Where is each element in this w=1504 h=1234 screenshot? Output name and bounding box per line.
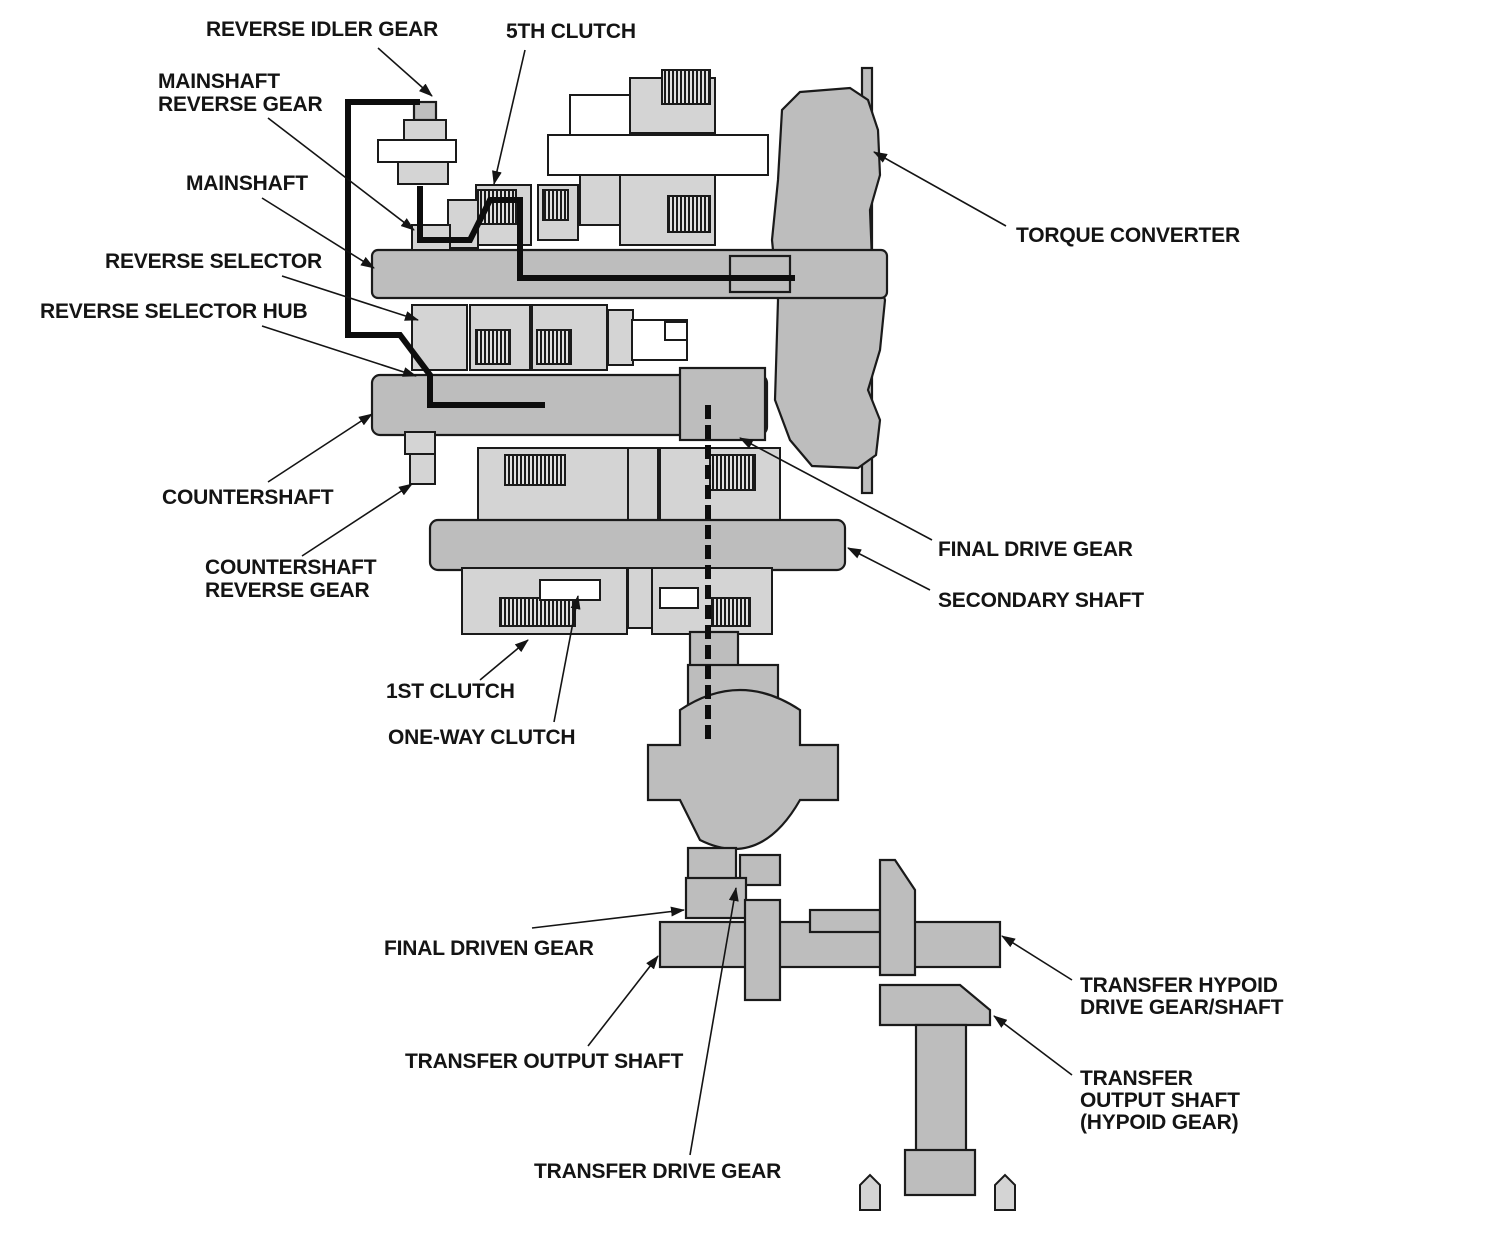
label-transfer-output-hypoid-line3: (HYPOID GEAR) xyxy=(1080,1111,1238,1134)
differential-part xyxy=(646,630,840,920)
callout-transfer-hypoid-drive-gear: TRANSFER HYPOID DRIVE GEAR/SHAFT xyxy=(1001,935,1284,1019)
leader-transfer-drive-gear xyxy=(689,887,739,1156)
callout-mainshaft: MAINSHAFT xyxy=(186,172,375,269)
callout-secondary-shaft: SECONDARY SHAFT xyxy=(847,547,1144,612)
callout-reverse-selector-hub: REVERSE SELECTOR HUB xyxy=(40,300,417,377)
label-mainshaft-reverse-gear-line1: MAINSHAFT xyxy=(158,70,280,93)
label-final-drive-gear: FINAL DRIVE GEAR xyxy=(938,538,1133,561)
callout-torque-converter: TORQUE CONVERTER xyxy=(873,151,1240,247)
label-reverse-idler-gear: REVERSE IDLER GEAR xyxy=(206,18,438,41)
leader-secondary-shaft xyxy=(847,547,931,591)
leader-torque-converter xyxy=(873,151,1007,227)
label-transfer-output-shaft: TRANSFER OUTPUT SHAFT xyxy=(405,1050,683,1073)
label-reverse-selector-hub: REVERSE SELECTOR HUB xyxy=(40,300,308,323)
label-reverse-selector: REVERSE SELECTOR xyxy=(105,250,322,273)
label-mainshaft: MAINSHAFT xyxy=(186,172,308,195)
callout-one-way-clutch: ONE-WAY CLUTCH xyxy=(388,595,581,749)
callout-final-drive-gear: FINAL DRIVE GEAR xyxy=(739,437,1133,561)
callout-fifth-clutch: 5TH CLUTCH xyxy=(492,20,636,185)
label-countershaft: COUNTERSHAFT xyxy=(162,486,334,509)
power-flow-path xyxy=(345,99,795,740)
reverse-idler-gear-part xyxy=(377,100,457,185)
callout-reverse-idler-gear: REVERSE IDLER GEAR xyxy=(206,18,438,97)
label-secondary-shaft: SECONDARY SHAFT xyxy=(938,589,1144,612)
leader-countershaft xyxy=(267,413,373,483)
label-mainshaft-reverse-gear-line2: REVERSE GEAR xyxy=(158,93,323,116)
upper-clutch-cluster xyxy=(411,69,769,251)
leader-transfer-output-hypoid xyxy=(993,1015,1073,1076)
callout-reverse-selector: REVERSE SELECTOR xyxy=(105,250,419,321)
label-one-way-clutch: ONE-WAY CLUTCH xyxy=(388,726,575,749)
leader-reverse-selector xyxy=(281,275,419,321)
leader-one-way-clutch xyxy=(553,595,581,723)
label-torque-converter: TORQUE CONVERTER xyxy=(1016,224,1240,247)
leader-reverse-selector-hub xyxy=(261,325,417,377)
middle-clutch-cluster xyxy=(411,304,688,371)
label-countershaft-reverse-gear-line2: REVERSE GEAR xyxy=(205,579,370,602)
callout-countershaft: COUNTERSHAFT xyxy=(162,413,373,509)
mainshaft-part xyxy=(370,248,889,300)
label-transfer-hypoid-drive-line2: DRIVE GEAR/SHAFT xyxy=(1080,996,1284,1019)
label-countershaft-reverse-gear-line1: COUNTERSHAFT xyxy=(205,556,377,579)
callout-mainshaft-reverse-gear: MAINSHAFT REVERSE GEAR xyxy=(158,70,415,231)
label-transfer-output-hypoid-line2: OUTPUT SHAFT xyxy=(1080,1089,1240,1112)
label-transfer-drive-gear: TRANSFER DRIVE GEAR xyxy=(534,1160,781,1183)
label-transfer-hypoid-drive-line1: TRANSFER HYPOID xyxy=(1080,974,1278,997)
callout-transfer-output-hypoid-gear: TRANSFER OUTPUT SHAFT (HYPOID GEAR) xyxy=(993,1015,1240,1134)
leader-transfer-hypoid-drive xyxy=(1001,935,1073,981)
leader-final-drive-gear xyxy=(739,437,933,541)
callout-countershaft-reverse-gear: COUNTERSHAFT REVERSE GEAR xyxy=(205,483,413,602)
leader-first-clutch xyxy=(479,639,529,681)
callout-final-driven-gear: FINAL DRIVEN GEAR xyxy=(384,906,685,960)
leader-countershaft-reverse-gear xyxy=(301,483,413,557)
leader-transfer-output-shaft xyxy=(587,955,659,1047)
callout-transfer-drive-gear: TRANSFER DRIVE GEAR xyxy=(534,887,781,1183)
leader-reverse-idler-gear xyxy=(377,47,433,97)
countershaft-part xyxy=(370,366,769,485)
callout-transfer-output-shaft: TRANSFER OUTPUT SHAFT xyxy=(405,955,684,1073)
transfer-assembly-part xyxy=(658,858,1016,1211)
callout-first-clutch: 1ST CLUTCH xyxy=(386,639,529,703)
label-first-clutch: 1ST CLUTCH xyxy=(386,680,515,703)
leader-mainshaft-reverse-gear xyxy=(267,117,415,231)
leader-final-driven-gear xyxy=(531,906,685,929)
label-transfer-output-hypoid-line1: TRANSFER xyxy=(1080,1067,1193,1090)
leader-fifth-clutch xyxy=(492,49,526,185)
drawing xyxy=(345,66,1016,1211)
secondary-shaft-cluster xyxy=(428,447,847,635)
label-fifth-clutch: 5TH CLUTCH xyxy=(506,20,636,43)
label-final-driven-gear: FINAL DRIVEN GEAR xyxy=(384,937,594,960)
leader-mainshaft xyxy=(261,197,375,269)
